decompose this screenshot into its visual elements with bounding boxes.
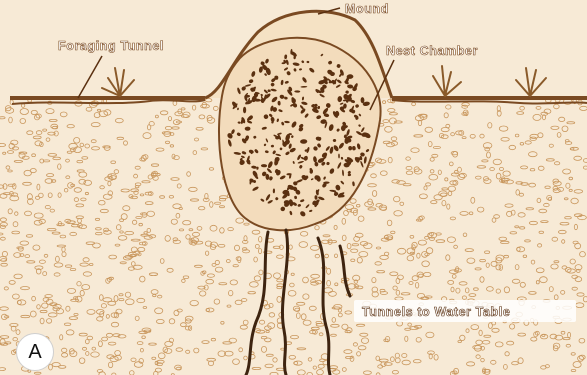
panel-label-badge: A bbox=[16, 333, 54, 371]
label-foraging-tunnel: Foraging Tunnel bbox=[58, 39, 164, 53]
nest-cavity bbox=[243, 107, 246, 114]
label-mound: Mound bbox=[345, 2, 389, 16]
label-nest-chamber: Nest Chamber bbox=[386, 44, 478, 58]
nest-cavity bbox=[314, 175, 318, 180]
label-tunnels-to-water-table: Tunnels to Water Table bbox=[362, 305, 510, 319]
